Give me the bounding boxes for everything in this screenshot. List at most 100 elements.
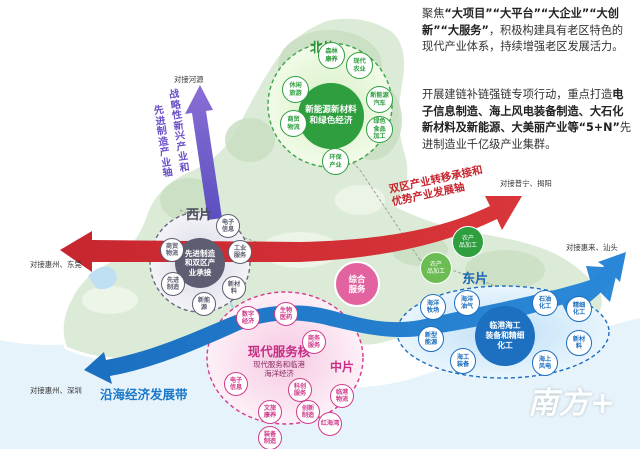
connect-huizhou-dongguan: 对接惠州、东莞 — [30, 260, 82, 269]
west-node-6-line-2: 源 — [200, 304, 208, 311]
text-paragraph-1: 聚焦“大项目”“大平台”“大企业”“大创新”“大服务”，积极构建具有老区特色的现… — [422, 6, 634, 56]
west-node-4: 先进制造 — [161, 272, 185, 296]
east-zone-center: 临港海工 装备和精细 化工 — [475, 306, 535, 366]
middle-node-8-line-2: 物流 — [335, 396, 349, 403]
p2-text-2: 电子信息制造、海上风电装备制造、大石化新材料及新能源、大美丽产业等 — [422, 88, 624, 134]
agri2-line1: 农产 — [429, 260, 442, 268]
north-node-6-line-3: 加工 — [373, 133, 386, 141]
west-node-6: 新能源 — [192, 292, 216, 316]
p1-text-1: 聚焦 — [422, 7, 445, 20]
agri2-line2: 品加工 — [426, 268, 445, 275]
west-node-5-line-1: 新材 — [227, 280, 241, 288]
connect-puning: 对接普宁、揭阳 — [500, 179, 552, 188]
middle-node-5-line-1: 电子 — [229, 376, 243, 384]
p1-text-3: ，积极构建具有老区特色的现代产业体系，持续增强老区发展活力。 — [422, 23, 624, 54]
middle-node-6: 文旅康养 — [258, 400, 282, 424]
hub-line1: 综合 — [348, 274, 366, 284]
coastal-belt-label: 沿海经济发展带 — [100, 387, 188, 402]
north-node-6-line-2: 食品 — [373, 125, 386, 133]
west-center-line3: 业承接 — [188, 267, 212, 277]
middle-node-8: 临港物流 — [330, 384, 354, 408]
hub-line2: 服务 — [348, 284, 366, 294]
connect-huilai-shantou: 对接惠来、汕头 — [566, 243, 618, 252]
west-node-3-line-1: 工业 — [233, 244, 247, 252]
west-node-3: 工业服务 — [228, 240, 252, 264]
middle-node-5-line-2: 信息 — [229, 384, 243, 391]
transfer-axis-label: 双区产业转移承接和 优势产业发展轴 — [388, 164, 487, 209]
north-node-3: 休闲旅游 — [282, 76, 309, 103]
east-node-6-line-2: 装备 — [456, 361, 470, 368]
middle-node-9-line-1: 红海湾 — [320, 420, 340, 428]
west-node-4-line-1: 先进 — [166, 276, 180, 284]
north-node-4: 新能源汽车 — [366, 86, 393, 113]
middle-node-7-line-2: 制造 — [301, 412, 315, 419]
north-node-5-line-2: 物流 — [287, 123, 300, 131]
middle-node-10-line-2: 制造 — [263, 438, 277, 445]
west-center-line2: 和双区产 — [184, 258, 216, 268]
east-center-line2: 装备和精细 — [485, 331, 525, 340]
middle-node-3: 商务服务 — [302, 330, 326, 354]
north-node-7: 环保产业 — [322, 148, 349, 175]
middle-node-4: 科创服务 — [288, 378, 312, 402]
north-node-2-line-2: 农业 — [353, 65, 366, 73]
east-node-1-line-2: 牧场 — [426, 307, 440, 314]
east-node-2: 海洋油气 — [454, 290, 480, 316]
west-node-1-line-2: 信息 — [221, 226, 235, 233]
middle-node-10: 装备制造 — [258, 426, 282, 449]
north-node-5: 商贸物流 — [280, 110, 307, 137]
middle-node-4-line-1: 科创 — [293, 382, 307, 390]
east-node-7-line-2: 风电 — [538, 363, 552, 370]
middle-node-2-line-2: 医药 — [279, 314, 293, 321]
text-paragraph-2: 开展建链补链强链专项行动，重点打造电子信息制造、海上风电装备制造、大石化新材料及… — [422, 87, 634, 153]
west-node-2-line-1: 商贸 — [165, 242, 179, 250]
connect-heyuan: 对接河源 — [174, 75, 204, 84]
east-node-6: 海工装备 — [450, 348, 476, 374]
west-node-2-line-2: 物流 — [165, 250, 179, 257]
east-node-3-line-2: 化工 — [538, 303, 552, 310]
agri1-line2: 品加工 — [458, 242, 477, 249]
west-node-3-line-2: 服务 — [233, 252, 247, 259]
east-node-8: 新材料 — [566, 330, 592, 356]
east-center-line1: 临港海工 — [489, 321, 521, 330]
middle-node-2-line-1: 生物 — [279, 306, 293, 314]
p2-text-3: “5+N” — [578, 121, 620, 134]
p2-text-1: 开展建链补链强链专项行动，重点打造 — [422, 88, 613, 101]
west-zone-title: 西片 — [186, 208, 213, 223]
middle-node-1: 数字经济 — [236, 306, 260, 330]
north-node-3-line-1: 休闲 — [289, 82, 302, 90]
east-node-2-line-2: 油气 — [460, 303, 474, 310]
north-center-line1: 新能源新材料 — [305, 105, 357, 115]
north-node-1-line-1: 森林 — [325, 48, 338, 56]
connect-huizhou-shenzhen: 对接惠州、深圳 — [30, 386, 82, 395]
middle-node-3-line-1: 商务 — [307, 334, 321, 342]
east-node-1: 海洋牧场 — [420, 294, 446, 320]
middle-node-7: 创新制造 — [296, 400, 320, 424]
east-node-8-line-1: 新材 — [572, 335, 586, 343]
agri-processing-node-1: 农产 品加工 — [452, 226, 484, 258]
middle-node-6-line-1: 文旅 — [263, 404, 277, 412]
east-zone-title: 东片 — [462, 272, 489, 287]
east-node-2-line-1: 海洋 — [460, 295, 474, 303]
north-axis-arrow — [185, 85, 222, 220]
west-node-4-line-2: 制造 — [166, 284, 180, 291]
middle-node-5: 电子信息 — [224, 372, 248, 396]
middle-node-9: 红海湾 — [318, 412, 342, 436]
agri1-line1: 农产 — [461, 234, 474, 242]
east-center-line3: 化工 — [497, 341, 513, 350]
west-node-1-line-1: 电子 — [221, 218, 235, 226]
north-node-3-line-2: 旅游 — [289, 89, 302, 97]
p1-text-2: “大项目”“大平台”“大企业”“大创新”“大服务” — [422, 7, 619, 37]
east-node-7-line-1: 海上 — [538, 355, 552, 363]
reservoir — [88, 266, 117, 290]
north-node-6: 绿色食品加工 — [366, 116, 393, 143]
middle-node-10-line-1: 装备 — [263, 430, 277, 438]
middle-node-8-line-1: 临港 — [335, 388, 349, 396]
middle-core-title: 现代服务核 — [247, 344, 311, 359]
west-node-1: 电子信息 — [216, 214, 240, 238]
middle-node-7-line-1: 创新 — [301, 404, 315, 412]
middle-zone-title: 中片 — [330, 360, 355, 374]
middle-node-2: 生物医药 — [274, 302, 298, 326]
p2-text-4: 先进制造业千亿级产业集群。 — [422, 121, 632, 151]
